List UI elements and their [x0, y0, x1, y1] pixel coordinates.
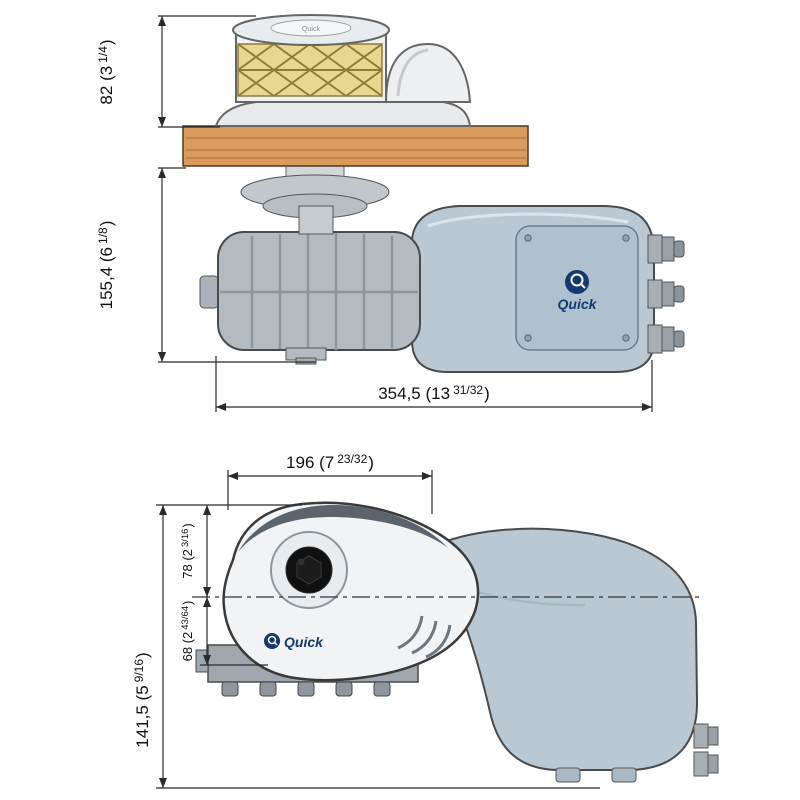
clutch-dome [384, 42, 472, 103]
side-view: Quick [182, 14, 685, 373]
cover-screw [524, 234, 532, 242]
quick-logo-q-tail [580, 283, 586, 289]
top-cap-inner [270, 19, 352, 37]
hawse-highlight [297, 558, 305, 566]
dimension-height-above-deck: 82 (31/4) [96, 15, 256, 128]
cable-gland-3 [647, 324, 685, 354]
motor-housing-front [428, 527, 699, 771]
cable-gland-2 [647, 279, 685, 309]
base-bolt [373, 681, 391, 697]
deck-plank [182, 125, 529, 167]
gearbox-shaft-stub-left [199, 275, 219, 309]
base-bolt [297, 681, 315, 697]
front-view: Quick [192, 501, 719, 783]
motor-highlight [427, 212, 629, 228]
gypsy-housing-chrome-band [238, 504, 448, 552]
motor-foot-left [555, 767, 581, 783]
clutch-dome-shading [396, 48, 429, 97]
base-skirt [214, 100, 472, 127]
cable-gland-4 [693, 723, 719, 749]
quick-logo-q-icon [570, 273, 584, 287]
base-bolt [221, 681, 239, 697]
housing-grooves [397, 615, 452, 659]
quick-logo-emblem [565, 270, 589, 294]
dimension-overall-height: 141,5 (59/16) [132, 505, 600, 789]
quick-logo: Quick [558, 270, 598, 312]
base-bolt [259, 681, 277, 697]
gearbox-ribs [220, 233, 418, 350]
cover-screw [524, 334, 532, 342]
dim-label-82: 82 (31/4) [96, 39, 116, 104]
dim-label-78: 78 (23/16) [180, 523, 195, 578]
motor-front-shading [469, 588, 586, 607]
quick-logo-q-tail [273, 641, 278, 646]
cover-screw [622, 334, 630, 342]
cable-gland-1 [647, 234, 685, 264]
quick-logo-text: Quick [558, 296, 598, 312]
quick-logo-emblem [264, 633, 280, 649]
motor-foot-right [611, 767, 637, 783]
dim-label-68: 68 (243/64) [180, 601, 195, 662]
dim-label-141: 141,5 (59/16) [132, 652, 152, 747]
base-bolt [335, 681, 353, 697]
dimension-height-below-deck: 155,4 (61/8) [96, 167, 316, 363]
dimension-above-centerline: 78 (23/16) [156, 504, 302, 597]
gearbox-bottom-tip [295, 357, 317, 365]
quick-logo-front: Quick [264, 633, 324, 650]
dimension-below-centerline: 68 (243/64) [180, 597, 268, 666]
cable-gland-5 [693, 751, 719, 777]
top-cap-brand: Quick [302, 26, 320, 33]
quick-logo-text: Quick [284, 634, 324, 650]
chain-links-pattern [237, 43, 383, 97]
cover-screw [622, 234, 630, 242]
dim-label-155: 155,4 (61/8) [96, 221, 116, 310]
quick-logo-q-icon [267, 635, 277, 645]
drive-shaft [298, 205, 334, 235]
deck-grain [186, 137, 526, 159]
